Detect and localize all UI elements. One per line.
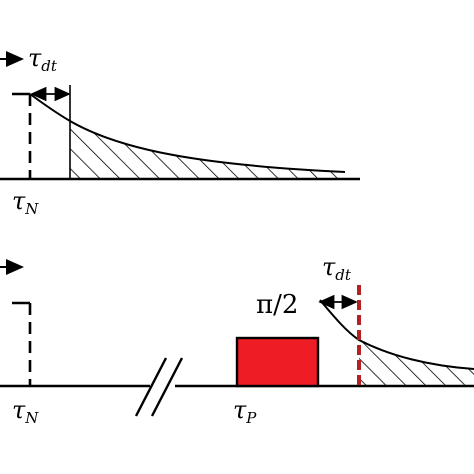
bottom-tau-n-label: τN — [12, 396, 39, 427]
pi-half-label: π/2 — [256, 290, 298, 320]
top-tau-dt-label: τdt — [28, 44, 58, 75]
top-decay-hatched-area — [70, 121, 345, 179]
bottom-tau-dt-label: τdt — [322, 253, 352, 284]
bottom-decay-hatched-area — [359, 340, 474, 386]
tau-p-label: τP — [233, 396, 257, 427]
bottom-decay-curve — [319, 299, 474, 370]
bottom-panel: π/2 τdt τN τP — [0, 253, 474, 427]
pi-half-pulse-block — [235, 336, 320, 388]
top-tau-n-label: τN — [12, 187, 39, 218]
top-panel: τdt τN — [0, 44, 360, 218]
top-decay-curve — [29, 93, 346, 173]
axis-break-icon — [134, 357, 184, 417]
